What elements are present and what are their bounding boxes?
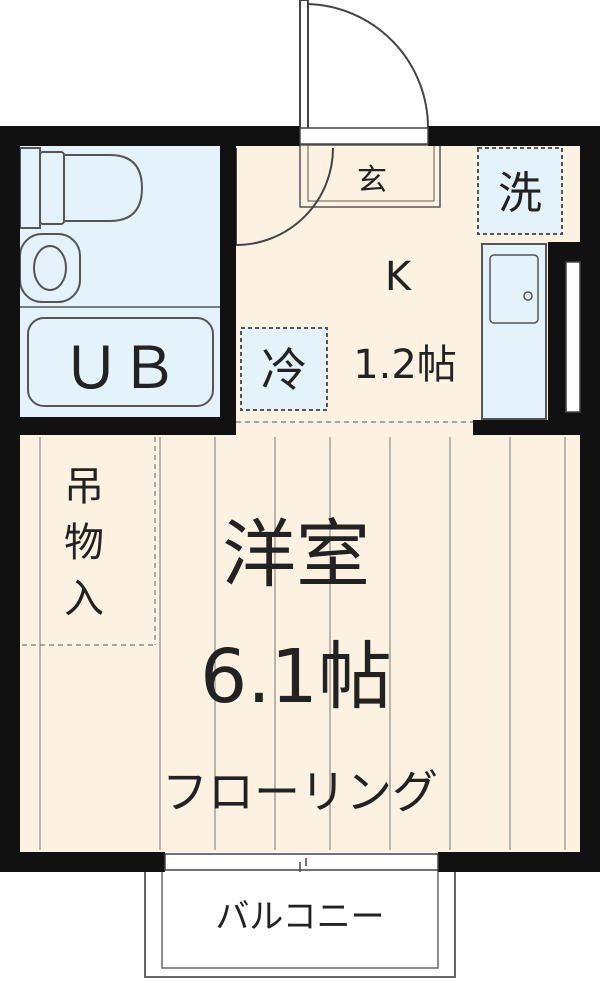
unit-bath-label: ＵＢ (62, 334, 178, 402)
fridge-label: 冷 (261, 343, 307, 397)
bathtub-icon (27, 317, 214, 407)
balcony-floor (144, 861, 456, 978)
closet-outline (22, 437, 156, 646)
windows (164, 127, 581, 872)
front-door-swing (299, 0, 429, 133)
entrance-label: 玄 (357, 163, 387, 198)
kitchen-letter-label: K (385, 254, 413, 300)
kitchen-size-label: 1.2帖 (353, 342, 457, 388)
western-size-label: 6.1帖 (200, 634, 392, 720)
washer-box (477, 147, 563, 235)
western-room-label: 洋室 (222, 512, 370, 598)
closet-label-1: 吊 (64, 464, 104, 510)
closet-label-2: 物 (64, 520, 104, 566)
fridge-box (240, 327, 328, 411)
walls (0, 126, 600, 872)
balcony-label: バルコニー (215, 897, 384, 937)
flooring-lines (39, 437, 566, 850)
entrance-area (299, 144, 441, 208)
closet-label-3: 入 (64, 576, 104, 622)
western-room-floor (20, 432, 580, 852)
washbasin-icon (19, 233, 81, 303)
washer-label: 洗 (498, 168, 542, 219)
sink-icon (489, 254, 539, 324)
flooring-label: フローリング (162, 765, 438, 819)
toilet-icon (19, 147, 144, 229)
